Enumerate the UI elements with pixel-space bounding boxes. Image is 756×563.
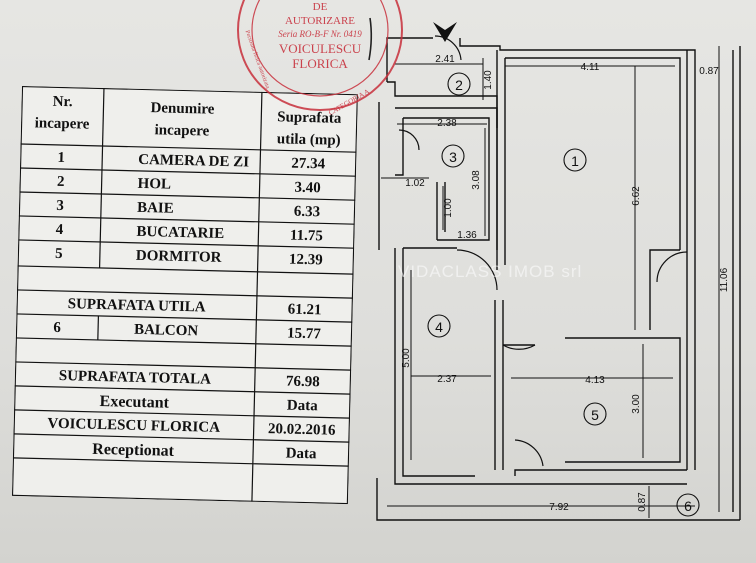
dim-kitchen-width: 2.37 bbox=[437, 374, 457, 385]
stamp-line-1: DE bbox=[313, 1, 328, 13]
room-4-number: 4 bbox=[435, 319, 443, 335]
stamp-line-5: FLORICA bbox=[292, 56, 348, 71]
executant-date-label: Data bbox=[286, 397, 318, 415]
entry-door-swing bbox=[434, 35, 462, 61]
dim-hall-width: 2.41 bbox=[435, 54, 455, 65]
dim-bath-small-width: 1.36 bbox=[457, 230, 477, 241]
row-area: 6.33 bbox=[293, 203, 321, 221]
dim-living-height: 6.62 bbox=[631, 186, 642, 206]
row-name: DORMITOR bbox=[135, 247, 222, 266]
room-6-number: 6 bbox=[684, 498, 692, 514]
dim-top-width: 4.11 bbox=[581, 62, 600, 73]
row-name: BAIE bbox=[136, 199, 174, 217]
room-3-number: 3 bbox=[449, 149, 457, 165]
dim-bath-width: 2.38 bbox=[437, 118, 457, 129]
kitchen-door-swing bbox=[456, 249, 498, 291]
dim-kitchen-height: 5.00 bbox=[401, 348, 412, 368]
balcony-door-swing bbox=[656, 251, 688, 283]
dim-bath-step: 1.02 bbox=[405, 178, 425, 189]
floor-plan: 1 2 3 4 5 6 2.41 1.40 4.11 0.87 2.38 3.0… bbox=[376, 22, 741, 521]
dim-balcony-depth: 0.87 bbox=[637, 492, 648, 512]
row-area: 3.40 bbox=[294, 179, 321, 197]
stamp-line-3: Seria RO-B-F Nr. 0419 bbox=[278, 29, 362, 39]
stamp-line-2: AUTORIZARE bbox=[285, 15, 355, 27]
dim-bedroom-height: 3.00 bbox=[631, 394, 642, 414]
row-nr: 4 bbox=[55, 221, 64, 239]
room-3-circle bbox=[441, 144, 465, 168]
header-area-sub: utila (mp) bbox=[276, 131, 341, 149]
authorization-stamp: DE AUTORIZARE Seria RO-B-F Nr. 0419 VOIC… bbox=[237, 0, 403, 117]
room-number-markers bbox=[427, 72, 700, 517]
balcony-nr: 6 bbox=[53, 319, 62, 337]
room-1-circle bbox=[563, 148, 587, 172]
useful-area-value: 61.21 bbox=[287, 301, 322, 319]
room-area-table: Nr. incapere Denumire incapere Suprafata… bbox=[11, 86, 358, 505]
dimension-lines bbox=[381, 46, 720, 518]
living-door-swing bbox=[502, 344, 536, 350]
receptionat-date-label: Data bbox=[285, 445, 317, 463]
header-nr: Nr. bbox=[52, 93, 73, 111]
dim-bath-height: 3.08 bbox=[471, 170, 482, 190]
table-grid bbox=[11, 86, 358, 505]
entrance-arrow-icon bbox=[433, 22, 457, 42]
row-area: 12.39 bbox=[288, 251, 323, 269]
room-5-circle bbox=[583, 402, 607, 426]
balcony-area: 15.77 bbox=[286, 325, 322, 343]
room-2-number: 2 bbox=[455, 77, 463, 93]
dim-total-width: 7.92 bbox=[549, 502, 569, 513]
room-4-circle bbox=[427, 314, 451, 338]
dim-total-height: 11.06 bbox=[719, 267, 730, 292]
dim-bedroom-width: 4.13 bbox=[585, 375, 605, 386]
dim-bath-small-height: 1.00 bbox=[443, 198, 454, 218]
row-name: HOL bbox=[137, 175, 172, 193]
bath-door-swing bbox=[398, 129, 420, 151]
room-1-number: 1 bbox=[571, 153, 579, 169]
plan-walls bbox=[376, 37, 741, 521]
watermark-text: VIDACLASS IMOB srl bbox=[398, 262, 583, 281]
row-nr: 2 bbox=[56, 173, 65, 191]
row-nr: 1 bbox=[57, 149, 66, 167]
plan-doors bbox=[398, 35, 688, 467]
row-nr: 5 bbox=[54, 245, 63, 263]
stamp-ring-bottom: CATEGORIA A bbox=[327, 87, 371, 117]
row-name: CAMERA DE ZI bbox=[138, 151, 250, 171]
row-area: 11.75 bbox=[289, 227, 324, 245]
bedroom-door-swing bbox=[514, 439, 544, 467]
balcony-name: BALCON bbox=[133, 321, 199, 340]
stamp-line-4: VOICULESCU bbox=[279, 41, 362, 56]
dim-right-offset: 0.87 bbox=[699, 66, 719, 77]
room-2-circle bbox=[447, 72, 471, 96]
total-area-value: 76.98 bbox=[285, 373, 320, 391]
signer-date: 20.02.2016 bbox=[267, 421, 336, 439]
dim-hall-height: 1.40 bbox=[483, 70, 494, 90]
row-name: BUCATARIE bbox=[136, 223, 225, 242]
row-nr: 3 bbox=[56, 197, 65, 215]
room-5-number: 5 bbox=[591, 407, 599, 423]
header-nr-sub: incapere bbox=[34, 115, 90, 133]
row-area: 27.34 bbox=[291, 155, 326, 173]
handwritten-signature bbox=[368, 17, 373, 61]
room-6-circle bbox=[676, 493, 700, 517]
